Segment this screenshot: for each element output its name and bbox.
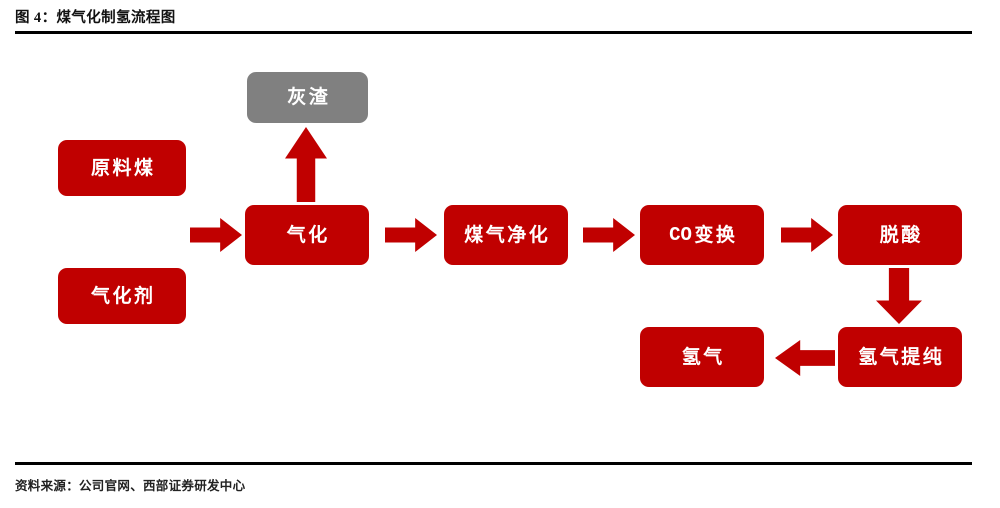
arrow-right-icon-feed-to-gasification <box>190 218 242 252</box>
arrow-left-icon-hydrogen-purification-to-hydrogen <box>775 340 835 376</box>
arrow-down-icon-deacidification-to-hydrogen-purification <box>876 268 922 324</box>
arrow-right-icon-co-shift-to-deacidification <box>781 218 833 252</box>
footer-divider <box>15 462 972 465</box>
node-raw-coal[interactable]: 原料煤 <box>58 140 186 196</box>
arrow-up-icon-gasification-to-ash <box>285 127 327 202</box>
node-gasification[interactable]: 气化 <box>245 205 369 265</box>
arrow-right-icon-gasification-to-purification <box>385 218 437 252</box>
node-ash[interactable]: 灰渣 <box>247 72 368 123</box>
node-hydrogen-purification[interactable]: 氢气提纯 <box>838 327 962 387</box>
figure-title: 图 4：煤气化制氢流程图 <box>15 10 176 26</box>
header-divider <box>15 31 972 34</box>
source-note: 资料来源：公司官网、西部证券研发中心 <box>15 479 246 493</box>
node-co-shift-lead: CO <box>669 223 692 246</box>
node-deacidification[interactable]: 脱酸 <box>838 205 962 265</box>
node-co-shift-rest: 变换 <box>694 224 738 246</box>
arrow-right-icon-purification-to-co-shift <box>583 218 635 252</box>
node-gas-purification[interactable]: 煤气净化 <box>444 205 568 265</box>
node-hydrogen[interactable]: 氢气 <box>640 327 764 387</box>
node-gasifying-agent[interactable]: 气化剂 <box>58 268 186 324</box>
